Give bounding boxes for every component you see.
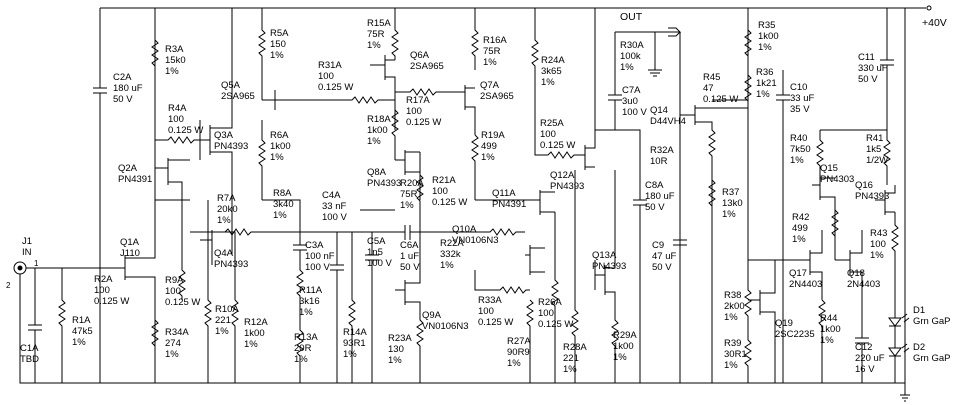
supply-label: +40V	[922, 17, 947, 29]
j1-pin2: 2	[6, 281, 11, 290]
j1-pin1: 1	[34, 259, 39, 268]
out-label: OUT	[620, 11, 643, 23]
ground-symbol-right	[900, 394, 910, 402]
